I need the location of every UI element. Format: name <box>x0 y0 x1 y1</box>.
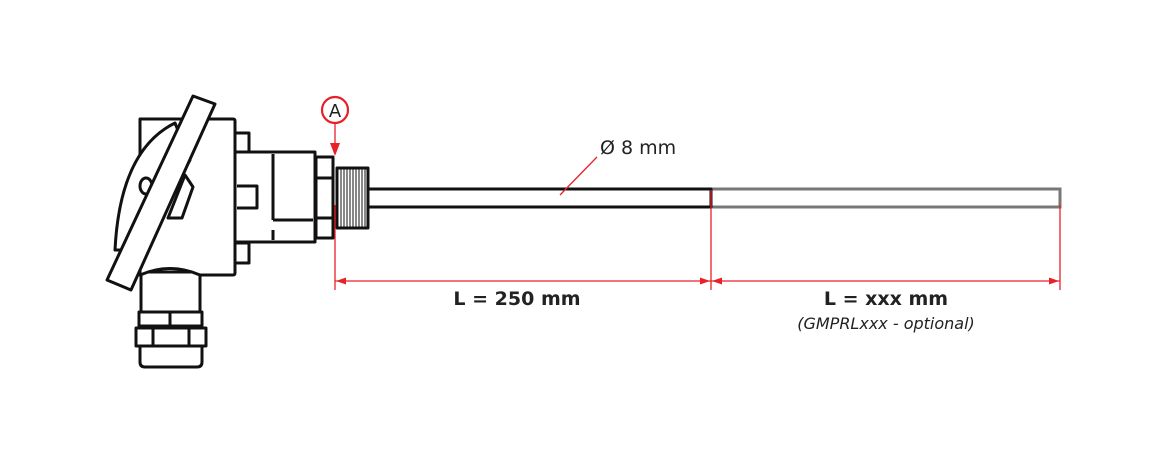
marker-label: A <box>329 101 342 122</box>
dimension-lines <box>334 156 1061 290</box>
diameter-label: Ø 8 mm <box>600 137 676 159</box>
connection-head <box>105 94 317 292</box>
length-optional-note: (GMPRLxxx - optional) <box>797 314 975 333</box>
probe-sheath <box>366 187 713 209</box>
hex-nipple <box>314 155 335 240</box>
arrow-down-icon <box>330 143 340 156</box>
cable-gland <box>134 270 208 369</box>
length-optional-label: L = xxx mm <box>824 288 948 310</box>
length-fixed-label: L = 250 mm <box>453 288 580 310</box>
thread <box>335 166 370 230</box>
marker-a: A <box>320 95 350 156</box>
optional-probe-extension <box>709 187 1062 209</box>
